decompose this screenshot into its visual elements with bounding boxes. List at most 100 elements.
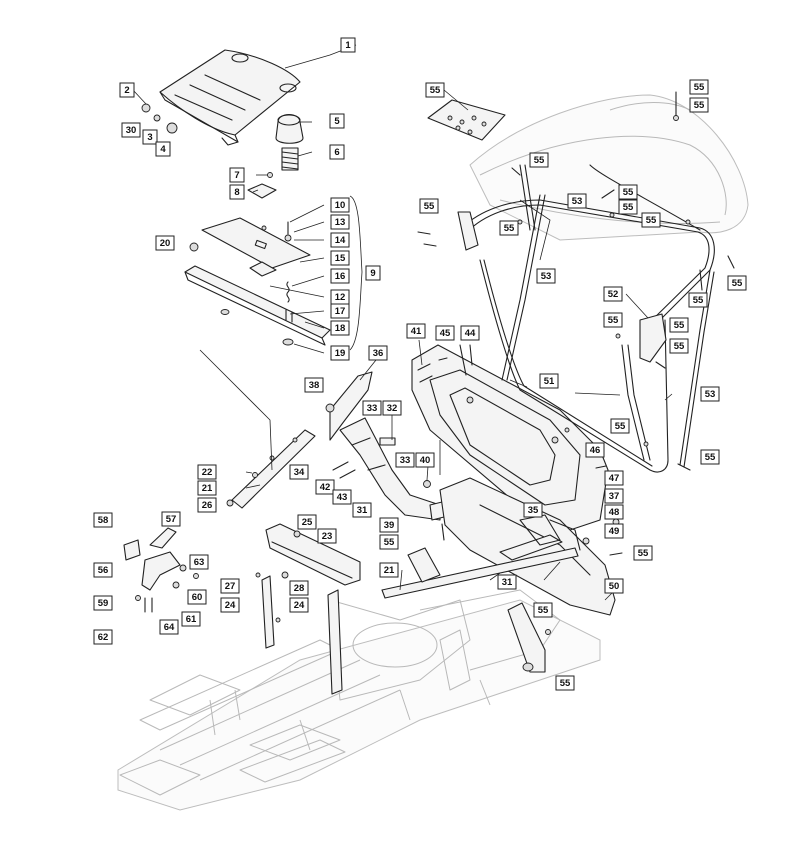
callout-c48: 48 xyxy=(604,504,624,520)
chassis-frame xyxy=(117,589,601,811)
callout-c35: 35 xyxy=(523,502,543,518)
callout-c55n: 55 xyxy=(669,317,689,333)
callout-box xyxy=(497,574,517,590)
callout-box xyxy=(187,589,207,605)
callout-number: 16 xyxy=(335,271,346,282)
callout-c47: 47 xyxy=(604,470,624,486)
callout-number: 55 xyxy=(534,155,545,166)
engine-mount-plates xyxy=(255,523,361,695)
callout-number: 48 xyxy=(609,507,620,518)
callout-box xyxy=(330,250,350,266)
callout-number: 27 xyxy=(225,581,236,592)
callout-box xyxy=(529,152,549,168)
callout-number: 47 xyxy=(609,473,620,484)
callout-c4: 4 xyxy=(155,141,171,157)
callout-c33a: 33 xyxy=(362,400,382,416)
callout-number: 24 xyxy=(294,600,305,611)
callout-number: 55 xyxy=(694,82,705,93)
callout-number: 55 xyxy=(623,187,634,198)
callout-c55l: 55 xyxy=(688,292,708,308)
callout-number: 3 xyxy=(147,132,152,143)
callout-box xyxy=(330,232,350,248)
group-bracket-9 xyxy=(349,195,363,351)
callout-c55k: 55 xyxy=(727,275,747,291)
callout-c23: 23 xyxy=(317,528,337,544)
callout-number: 55 xyxy=(538,605,549,616)
callout-number: 53 xyxy=(541,271,552,282)
callout-box xyxy=(499,220,519,236)
callout-box xyxy=(700,449,720,465)
callout-box xyxy=(669,338,689,354)
callout-c56: 56 xyxy=(93,562,113,578)
callout-box xyxy=(604,523,624,539)
callout-number: 55 xyxy=(674,341,685,352)
callout-c27: 27 xyxy=(220,578,240,594)
callout-c40: 40 xyxy=(415,452,435,468)
callout-box xyxy=(330,320,350,336)
callout-box xyxy=(425,82,445,98)
callout-c41: 41 xyxy=(406,323,426,339)
callout-c15: 15 xyxy=(330,250,350,266)
callout-number: 31 xyxy=(502,577,513,588)
callout-box xyxy=(585,442,605,458)
callout-c26: 26 xyxy=(197,497,217,513)
callout-box xyxy=(533,602,553,618)
callout-box xyxy=(330,197,350,213)
callout-c55j: 55 xyxy=(641,212,661,228)
callout-c39: 39 xyxy=(379,517,399,533)
callout-box xyxy=(315,479,335,495)
callout-c1: 1 xyxy=(340,37,356,53)
callout-box xyxy=(604,504,624,520)
fasteners xyxy=(417,91,735,556)
callout-c61: 61 xyxy=(181,611,201,627)
callout-c10: 10 xyxy=(330,197,350,213)
callout-box xyxy=(555,675,575,691)
callout-box xyxy=(159,619,179,635)
callout-c58: 58 xyxy=(93,512,113,528)
callout-c3: 3 xyxy=(142,129,158,145)
callout-number: 4 xyxy=(160,144,166,155)
callout-box xyxy=(700,386,720,402)
callout-number: 33 xyxy=(400,455,411,466)
callout-box xyxy=(340,37,356,53)
callout-number: 5 xyxy=(334,116,340,127)
callout-c33b: 33 xyxy=(395,452,415,468)
callout-number: 55 xyxy=(694,100,705,111)
callout-number: 56 xyxy=(98,565,109,576)
callout-number: 52 xyxy=(608,289,619,300)
callout-number: 21 xyxy=(202,483,213,494)
seat-support-bar-left xyxy=(226,429,316,509)
callout-c64: 64 xyxy=(159,619,179,635)
grass-catcher-bag xyxy=(469,94,749,241)
callout-number: 14 xyxy=(335,235,346,246)
callout-box xyxy=(93,629,113,645)
callout-c44: 44 xyxy=(460,325,480,341)
callout-c55q: 55 xyxy=(700,449,720,465)
callout-number: 50 xyxy=(609,581,620,592)
callout-number: 55 xyxy=(384,537,395,548)
callout-box xyxy=(229,184,245,200)
callout-box xyxy=(523,502,543,518)
callout-c14: 14 xyxy=(330,232,350,248)
callout-number: 46 xyxy=(590,445,601,456)
callout-c57: 57 xyxy=(161,511,181,527)
callout-c53b: 53 xyxy=(536,268,556,284)
callout-box xyxy=(289,597,309,613)
callout-number: 59 xyxy=(98,598,109,609)
callout-box xyxy=(604,470,624,486)
callout-number: 22 xyxy=(202,467,213,478)
callout-box xyxy=(93,512,113,528)
callout-c55c: 55 xyxy=(689,79,709,95)
callout-c55e: 55 xyxy=(529,152,549,168)
callout-box xyxy=(618,199,638,215)
callout-c55o: 55 xyxy=(669,338,689,354)
callout-c55r: 55 xyxy=(633,545,653,561)
callout-c42: 42 xyxy=(315,479,335,495)
callout-box xyxy=(406,323,426,339)
callout-box xyxy=(289,580,309,596)
callout-box xyxy=(155,141,171,157)
callout-number: 55 xyxy=(693,295,704,306)
callout-c32: 32 xyxy=(382,400,402,416)
callout-c63: 63 xyxy=(189,554,209,570)
callout-c55s: 55 xyxy=(533,602,553,618)
